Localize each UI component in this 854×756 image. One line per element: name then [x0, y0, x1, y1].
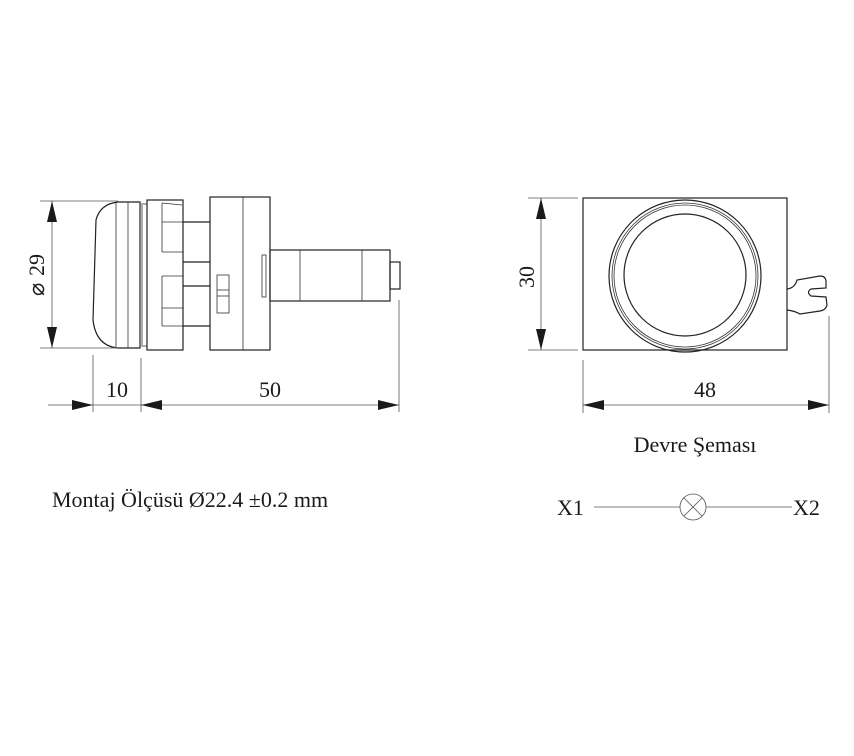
lens — [92, 201, 143, 349]
body-block — [183, 196, 271, 351]
lamp-icon — [679, 493, 707, 521]
dim-front: 10 — [106, 377, 128, 402]
width-label: 48 — [694, 377, 716, 402]
width-dimension: 48 — [582, 316, 830, 413]
bezel-ring — [143, 199, 184, 351]
height-dimension: 30 — [514, 197, 578, 351]
circuit-diagram: Devre Şeması X1 X2 — [557, 432, 820, 521]
terminal-x1: X1 — [557, 495, 584, 520]
diameter-dimension: ⌀ 29 — [24, 200, 118, 349]
side-view: ⌀ 29 10 50 — [24, 196, 401, 412]
socket — [261, 249, 401, 302]
circuit-title: Devre Şeması — [634, 432, 757, 457]
dim-length: 50 — [259, 377, 281, 402]
diameter-symbol: ⌀ — [24, 283, 49, 296]
mounting-dimension-text: Montaj Ölçüsü Ø22.4 ±0.2 mm — [52, 487, 328, 512]
terminal-x2: X2 — [793, 495, 820, 520]
length-dimensions: 10 50 — [48, 300, 400, 412]
height-label: 30 — [514, 266, 539, 288]
front-view: 30 48 — [514, 197, 830, 413]
diameter-label: 29 — [24, 254, 49, 276]
terminal-tab — [786, 275, 828, 315]
